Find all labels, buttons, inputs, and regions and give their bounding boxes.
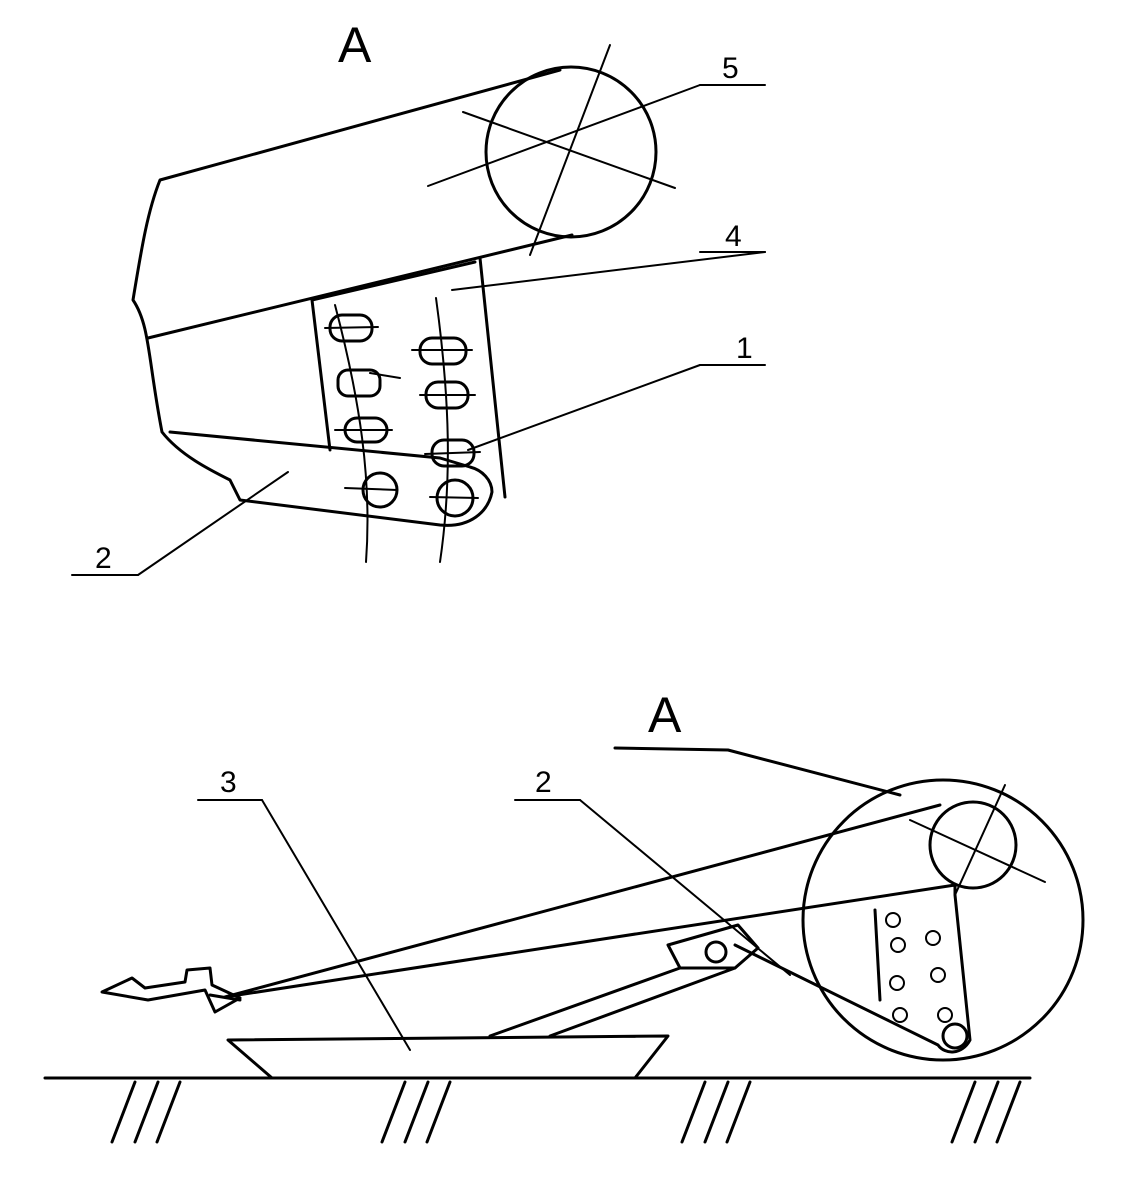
detail-view-a: A [71,17,766,576]
callout-label-5: 5 [722,52,739,85]
slot-center-line [324,326,379,329]
arm-lower-edge [146,233,574,340]
hole-center-line [344,487,398,491]
ground-hatching [110,1080,1022,1144]
pulley-axis-line [462,111,676,189]
callout-leader-3 [261,799,411,1051]
hole [890,937,906,953]
slot-center-line [369,372,401,379]
strut-pivot [704,940,728,964]
slot-hole [336,368,382,398]
callout-label-3: 3 [220,766,237,799]
mount-holes [885,912,969,1050]
callout-leader-2 [137,471,289,576]
callout-label-4: 4 [725,220,742,253]
slot-holes-left [324,313,401,444]
hook-tip [100,966,242,1014]
callout-label-1: 1 [736,332,753,365]
hole [925,930,941,946]
hole [930,967,946,983]
side-view-title: A [648,687,682,743]
arm-body-outline [131,68,562,527]
pulley [928,800,1018,890]
pulley [484,65,658,239]
strut-link [666,923,760,970]
strut-rod [488,966,737,1038]
pivot-hole [941,1022,969,1050]
base-plate [226,1034,670,1080]
mounting-plate [310,256,507,499]
callout-label-2: 2 [95,542,112,575]
hole [892,1007,908,1023]
detail-circle [801,778,1085,1062]
hole-center-line [429,496,479,499]
hole [885,912,901,928]
callout-leader-5 [427,84,701,187]
hole [889,975,905,991]
frame-arm [223,803,972,1054]
slot-center-line [424,451,481,455]
callout-leader-4 [451,251,766,291]
pulley-axis-line [909,819,1046,883]
mounting-plate-edge [873,908,882,1002]
callout-leader-1 [467,364,701,451]
callout-label-2: 2 [535,766,552,799]
hole-axis-line [334,304,369,563]
detail-leader-line [613,746,902,797]
detail-view-title: A [338,17,372,73]
pulley-axis-line [954,784,1006,896]
side-view: A [43,687,1085,1144]
hole [937,1007,953,1023]
callout-leader-2 [579,799,791,976]
hole-axis-line [435,297,449,563]
